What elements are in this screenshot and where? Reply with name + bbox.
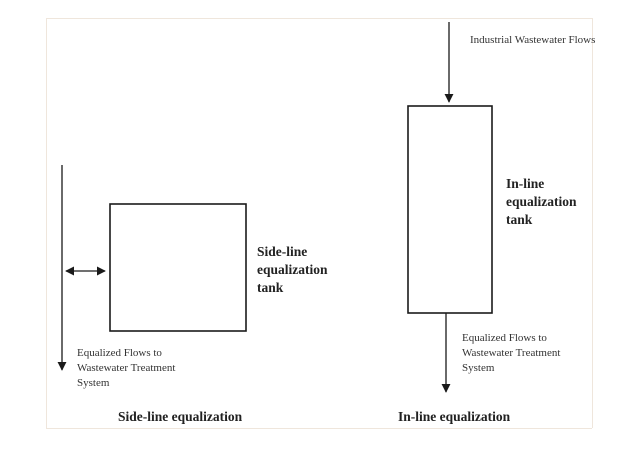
in-line-tank-label: In-line equalization tank	[506, 176, 577, 227]
side-line-outflow-label: Equalized Flows to Wastewater Treatment …	[77, 347, 176, 389]
side-line-caption: Side-line equalization	[118, 409, 243, 424]
frame-border-left	[46, 18, 47, 428]
side-line-tank	[109, 203, 247, 332]
side-line-tank-label: Side-line equalization tank	[257, 244, 328, 295]
frame-border-bottom	[46, 428, 592, 429]
in-line-inflow-label: Industrial Wastewater Flows	[470, 34, 596, 46]
in-line-caption: In-line equalization	[398, 409, 511, 424]
frame-border-right	[592, 18, 593, 428]
frame-border-top	[46, 18, 592, 19]
in-line-outflow-label: Equalized Flows to Wastewater Treatment …	[462, 332, 561, 374]
in-line-tank	[407, 105, 493, 314]
